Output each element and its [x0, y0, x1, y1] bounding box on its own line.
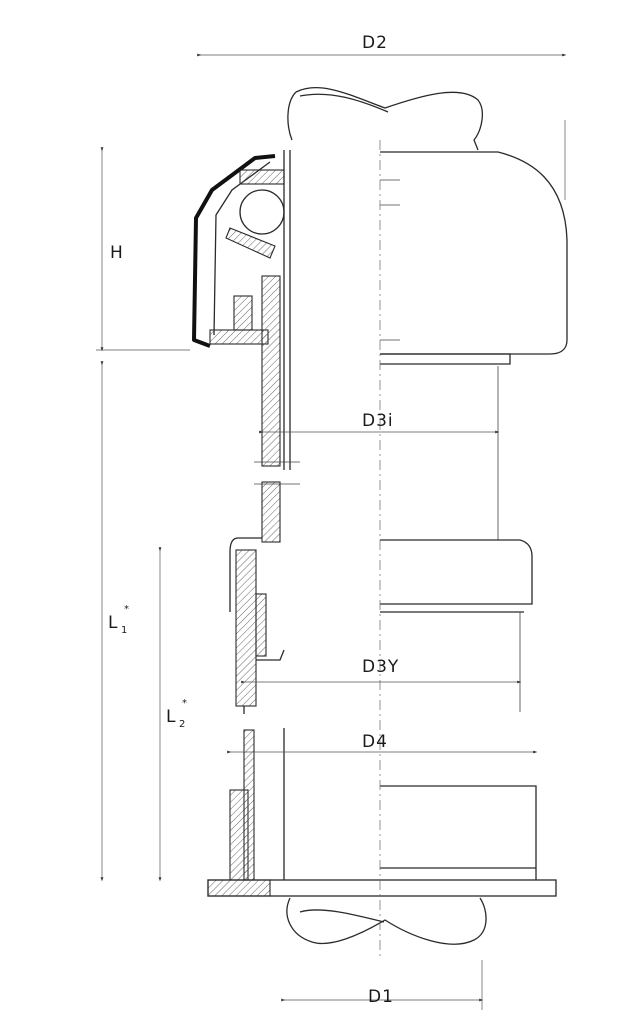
middle-collar-section — [229, 537, 285, 714]
bottom-rolled-sheet — [286, 897, 487, 945]
label-d1: D1 — [368, 987, 394, 1007]
label-l2-sub: 2 — [179, 719, 185, 730]
middle-collar-outline — [380, 539, 533, 712]
label-l1-star: * — [124, 604, 129, 615]
top-rolled-sheet — [287, 87, 484, 151]
label-l2-star: * — [182, 698, 187, 709]
label-d2: D2 — [362, 33, 388, 53]
base-flange — [207, 879, 557, 897]
label-l2: L — [166, 707, 176, 727]
label-l1: L — [108, 613, 118, 633]
label-l1-sub: 1 — [121, 625, 127, 636]
label-l1-group: L 1 * — [108, 604, 129, 636]
bottom-body-outline — [380, 785, 537, 880]
label-d3y: D3Y — [362, 657, 399, 677]
label-l2-group: L 2 * — [166, 698, 187, 730]
lower-tube-section — [229, 728, 285, 881]
inner-tube-section — [254, 275, 499, 543]
top-cap-outline — [380, 151, 568, 365]
label-h: H — [110, 243, 124, 263]
dimension-lines — [96, 53, 567, 1010]
label-d4: D4 — [362, 732, 388, 752]
label-d3i: D3i — [362, 411, 394, 431]
top-cap-section — [192, 150, 291, 470]
